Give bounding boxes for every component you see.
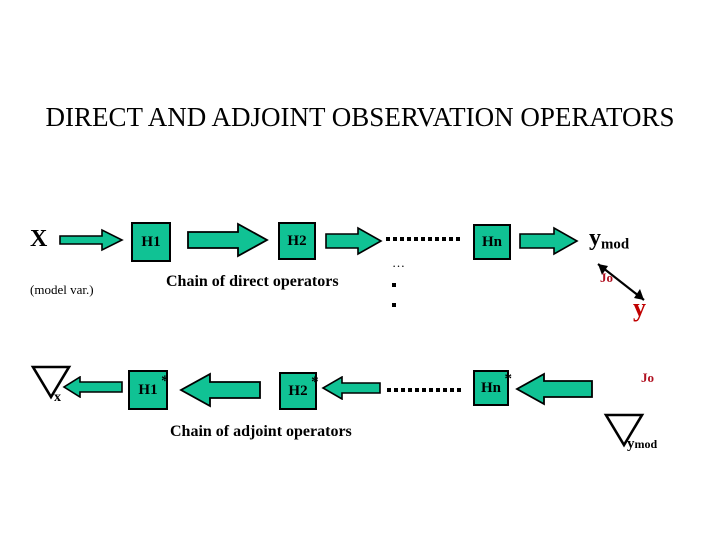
direct-chain-caption: Chain of direct operators: [166, 273, 339, 290]
adjoint-chain-caption: Chain of adjoint operators: [170, 423, 352, 440]
direct-input-note: (model var.): [30, 282, 94, 297]
adjoint-operator-h2-label: H2: [288, 382, 308, 399]
direct-output-symbol: ymod: [589, 226, 629, 252]
direct-operator-h2[interactable]: H2: [278, 222, 316, 260]
vertical-ellipsis-dot: [392, 303, 396, 307]
adjoint-operator-h2-star: *: [311, 373, 319, 390]
observation-symbol: y: [633, 293, 646, 322]
adjoint-operator-h2[interactable]: H2 *: [279, 372, 319, 410]
direct-operator-h2-label: H2: [287, 232, 307, 249]
direct-chain-ellipsis-horizontal: …: [392, 255, 406, 270]
arrow-right-icon: [59, 228, 124, 252]
adjoint-operator-h1-star: *: [161, 372, 169, 389]
arrow-right-icon: [187, 222, 269, 258]
direct-operator-hn-label: Hn: [481, 233, 502, 250]
direct-output-base: y: [589, 225, 601, 251]
adjoint-operator-hn-label: Hn: [480, 379, 501, 396]
direct-cost-label: Jo: [600, 270, 613, 285]
direct-operator-hn[interactable]: Hn: [473, 224, 511, 260]
adjoint-operator-hn[interactable]: Hn *: [473, 370, 512, 406]
vertical-ellipsis-dot: [392, 283, 396, 287]
page-title: DIRECT AND ADJOINT OBSERVATION OPERATORS: [45, 102, 675, 132]
arrow-left-icon: [62, 376, 123, 398]
direct-output-subscript: mod: [601, 236, 630, 253]
double-headed-arrow-icon: [597, 263, 645, 301]
direct-operator-h1-label: H1: [141, 233, 161, 250]
direct-chain-ellipsis: [386, 237, 462, 243]
adjoint-input-gradient-subscript-base: y: [627, 436, 635, 452]
nabla-icon: [603, 413, 645, 448]
adjoint-output-gradient: x: [30, 364, 80, 412]
arrow-left-icon: [179, 372, 261, 408]
adjoint-operator-h1-label: H1: [138, 381, 158, 398]
direct-input-symbol: X: [30, 226, 48, 252]
arrow-right-icon: [519, 226, 579, 256]
adjoint-input-gradient: ymod: [603, 412, 683, 462]
adjoint-operator-h1[interactable]: H1 *: [128, 370, 169, 410]
adjoint-output-gradient-subscript: x: [54, 390, 61, 405]
adjoint-operator-hn-star: *: [504, 370, 513, 387]
adjoint-input-gradient-subscript-tail: mod: [634, 437, 658, 451]
arrow-left-icon: [321, 376, 381, 400]
adjoint-input-gradient-subscript: ymod: [627, 437, 657, 452]
adjoint-chain-ellipsis: [387, 388, 463, 394]
direct-operator-h1[interactable]: H1: [131, 222, 171, 262]
adjoint-cost-label: Jo: [641, 370, 654, 385]
arrow-left-icon: [515, 372, 593, 406]
arrow-right-icon: [325, 226, 383, 256]
nabla-icon: [30, 365, 72, 400]
